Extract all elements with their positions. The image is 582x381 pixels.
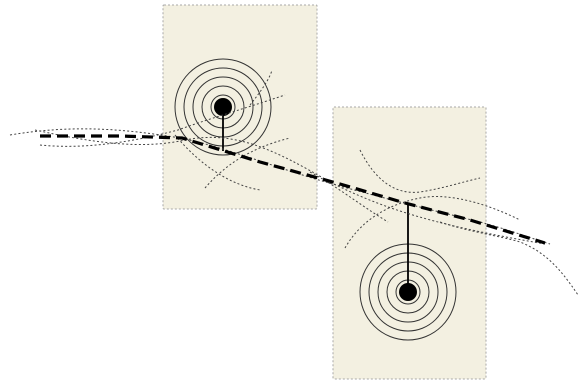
- target-1-ring: [174, 58, 272, 156]
- target-1: [174, 58, 272, 156]
- alternative-path: [344, 196, 521, 249]
- alternative-path: [204, 137, 291, 189]
- alternative-path: [174, 134, 261, 191]
- target-2: [359, 205, 457, 341]
- lower-right-region: [332, 106, 487, 380]
- alternative-path: [249, 69, 273, 106]
- alternative-path: [439, 221, 579, 296]
- alternative-path: [9, 128, 551, 245]
- main-dashed-path: [40, 134, 546, 245]
- target-1-center-dot: [214, 98, 232, 116]
- target-2-center-dot: [399, 283, 417, 301]
- alternative-path: [34, 129, 546, 245]
- alternative-path: [309, 171, 389, 223]
- alternative-paths: [9, 69, 579, 296]
- alternative-path: [39, 94, 286, 147]
- upper-left-region: [162, 4, 318, 210]
